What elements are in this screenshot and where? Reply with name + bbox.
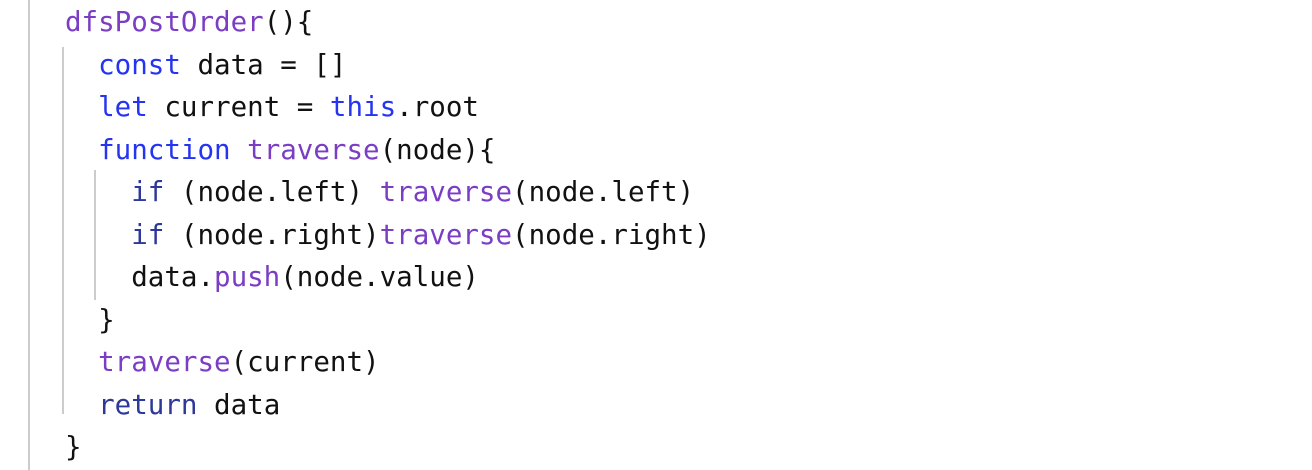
code-token-function: traverse (379, 218, 513, 251)
code-token-plain: (node.left) (512, 176, 695, 208)
code-token-plain (65, 176, 131, 208)
code-token-keyword: function (98, 133, 231, 166)
code-line: function traverse(node){ (65, 129, 711, 172)
code-token-plain: (current) (230, 346, 380, 378)
code-token-function: traverse (98, 346, 231, 378)
code-line: traverse(current) (65, 341, 711, 384)
code-token-plain: } (65, 303, 115, 336)
code-token-plain: data = [] (180, 48, 347, 81)
code-line: return data (65, 384, 711, 427)
code-token-plain: (node.right) (512, 218, 711, 251)
code-token-plain (65, 389, 98, 421)
code-line: } (65, 299, 711, 342)
code-line: if (node.left) traverse(node.left) (65, 171, 711, 214)
code-token-plain (65, 219, 131, 251)
code-line: if (node.right)traverse(node.right) (65, 214, 711, 257)
code-token-plain (231, 134, 248, 166)
code-token-plain: current = (147, 91, 330, 123)
code-line: let current = this.root (65, 86, 711, 129)
code-token-plain (65, 49, 98, 81)
code-line: const data = [] (65, 44, 711, 87)
code-token-plain: (node){ (379, 133, 496, 166)
code-token-plain: (node.left) (164, 176, 380, 208)
code-token-plain: (node.right) (164, 218, 380, 251)
code-token-plain: data. (65, 261, 215, 293)
code-token-plain: (){ (263, 6, 314, 38)
code-token-function: dfsPostOrder (65, 6, 264, 38)
code-token-control: return (98, 388, 198, 421)
code-line: data.push(node.value) (65, 256, 711, 299)
code-token-function: traverse (247, 133, 380, 166)
code-line: dfsPostOrder(){ (65, 1, 711, 44)
code-token-plain: (node.value) (280, 261, 479, 293)
code-token-keyword: this (329, 91, 397, 123)
code-token-keyword: const (98, 48, 181, 81)
code-token-control: if (131, 176, 165, 208)
code-token-plain (65, 91, 98, 123)
indent-guide-outer (28, 0, 30, 470)
code-token-plain (65, 134, 98, 166)
indent-guide-level1 (62, 47, 64, 414)
code-token-keyword: let (98, 91, 148, 123)
code-token-function: push (214, 261, 281, 293)
code-token-plain: } (65, 431, 82, 463)
code-token-function: traverse (379, 176, 513, 208)
code-block: dfsPostOrder(){ const data = [] let curr… (65, 1, 711, 469)
code-line: } (65, 426, 711, 469)
code-token-plain (65, 346, 98, 378)
code-token-plain: .root (396, 91, 479, 123)
code-token-plain: data (197, 388, 281, 421)
indent-guide-level2 (94, 170, 96, 300)
code-token-control: if (131, 218, 165, 251)
